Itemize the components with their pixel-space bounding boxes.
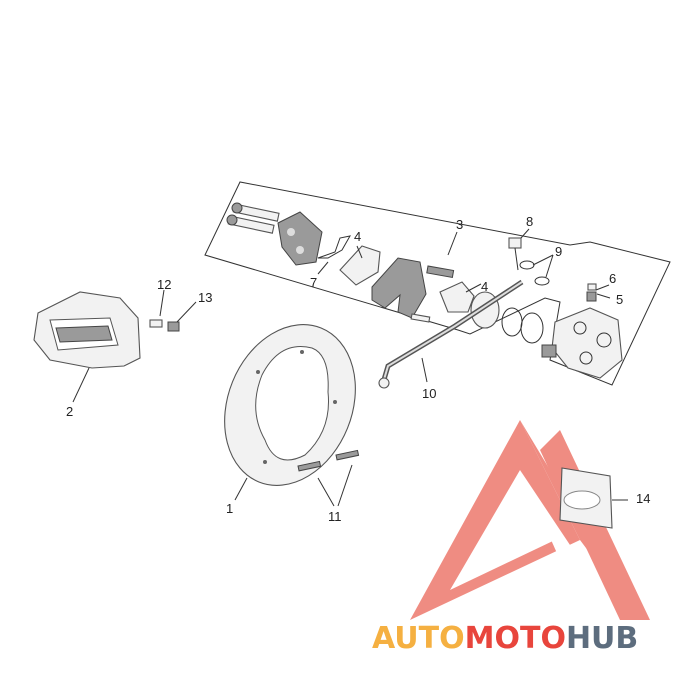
watermark-hub: HUB	[566, 621, 638, 656]
piston-seal	[501, 307, 523, 337]
hose-banjo	[378, 377, 390, 389]
bleed-screw	[586, 291, 597, 302]
callout-6: 6	[609, 271, 616, 286]
brake-pad	[277, 211, 323, 266]
anti-rattle-plate	[339, 245, 381, 286]
pad-pin-bolts	[226, 202, 280, 234]
callout-7: 7	[310, 275, 317, 290]
copper-washer	[534, 276, 550, 286]
watermark-moto: MOTO	[465, 621, 566, 656]
parts-bag	[559, 467, 613, 529]
callout-1: 1	[226, 501, 233, 516]
callout-8: 8	[526, 214, 533, 229]
caliper-body	[541, 307, 623, 379]
brake-disc	[224, 324, 356, 486]
guard-bolt	[167, 321, 180, 332]
callout-labels: 1 2 3 4 4 5 6 7 8 9 10 11 12 13 14	[66, 214, 650, 524]
caliper-guard	[33, 291, 141, 369]
callout-4b: 4	[481, 279, 488, 294]
watermark-text: AUTOMOTOHUB	[372, 621, 638, 656]
disc-bolt	[297, 460, 322, 472]
caliper-bracket	[371, 257, 427, 319]
callout-9: 9	[555, 244, 562, 259]
callout-14: 14	[636, 491, 650, 506]
watermark-logo	[410, 420, 650, 620]
bracket-bolt	[426, 265, 455, 278]
guard-screw	[149, 319, 163, 328]
callout-2: 2	[66, 404, 73, 419]
callout-12: 12	[157, 277, 171, 292]
bleed-cap	[587, 283, 597, 291]
callout-5: 5	[616, 292, 623, 307]
callout-4a: 4	[354, 229, 361, 244]
leader-lines	[72, 228, 628, 507]
bracket-screw	[410, 313, 431, 323]
brake-pad-inner	[439, 281, 475, 313]
copper-washer	[519, 260, 535, 270]
spring-clip	[317, 235, 351, 259]
callout-13: 13	[198, 290, 212, 305]
dust-seal	[520, 312, 544, 344]
banjo-bolt	[508, 237, 522, 271]
callout-10: 10	[422, 386, 436, 401]
watermark-auto: AUTO	[372, 621, 465, 656]
caliper-kit-frame	[204, 181, 671, 386]
callout-3: 3	[456, 217, 463, 232]
callout-11: 11	[328, 509, 342, 524]
disc-bolt	[335, 449, 360, 461]
